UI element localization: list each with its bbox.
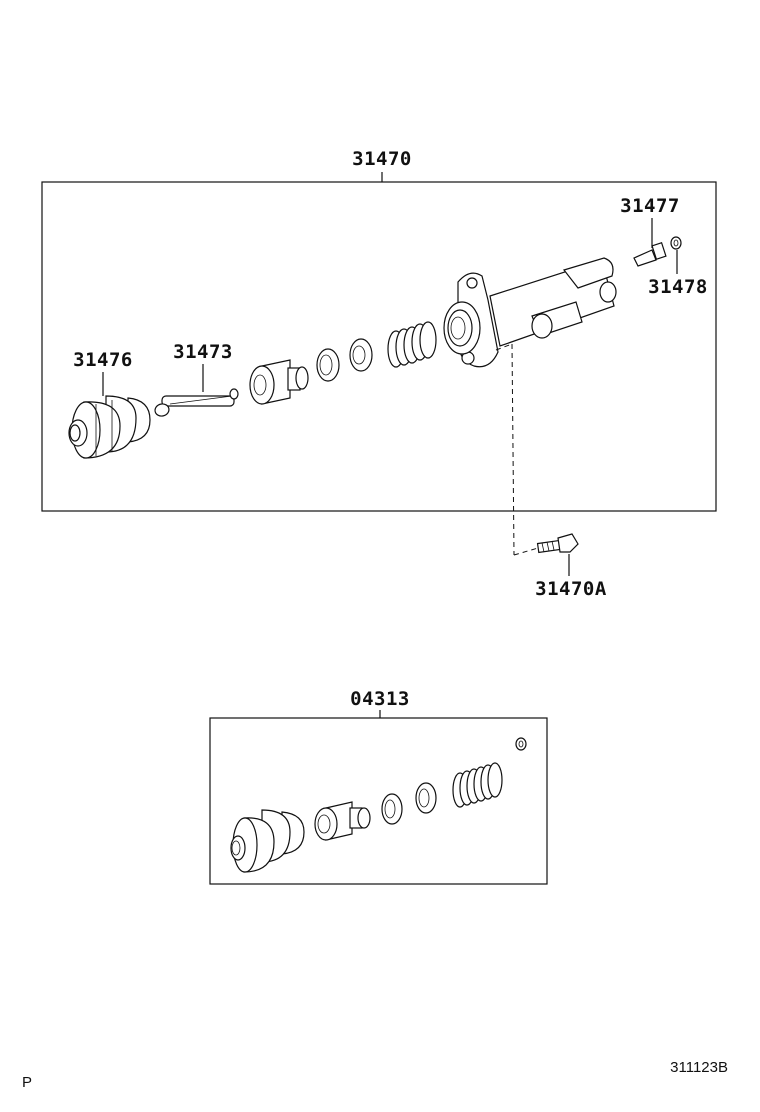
ring-seal-part[interactable] [349, 338, 373, 372]
cup-seal-part[interactable] [316, 348, 340, 382]
repair-kit-label[interactable]: 04313 [350, 688, 410, 710]
kit-spring-part[interactable] [452, 762, 503, 808]
footer-left-mark: P [22, 1074, 32, 1091]
push-rod-label[interactable]: 31473 [173, 341, 233, 363]
push-rod-part[interactable] [154, 388, 239, 417]
bleeder-plug-part[interactable] [633, 242, 667, 267]
cylinder-body-part[interactable] [443, 257, 617, 368]
bolt-part[interactable] [536, 533, 579, 554]
main-assembly-label[interactable]: 31470 [352, 148, 412, 170]
bleeder-plug-label[interactable]: 31477 [620, 195, 680, 217]
main-assembly-frame [41, 181, 717, 512]
boot-label[interactable]: 31476 [73, 349, 133, 371]
kit-bleeder-cap-part[interactable] [515, 737, 527, 751]
bolt-label[interactable]: 31470A [535, 578, 607, 600]
kit-cup-seal-part[interactable] [381, 793, 403, 825]
kit-piston-part[interactable] [314, 801, 371, 841]
spring-part[interactable] [387, 321, 437, 368]
boot-part[interactable] [68, 395, 151, 459]
kit-ring-seal-part[interactable] [415, 782, 437, 814]
bolt-path-3 [513, 547, 539, 556]
repair-kit-group: 04313 [209, 688, 548, 885]
piston-part[interactable] [249, 359, 309, 405]
bolt-path-2 [511, 343, 515, 556]
bleeder-cap-label[interactable]: 31478 [648, 276, 708, 298]
drawing-code: 311123B [670, 1059, 728, 1076]
repair-kit-frame [209, 717, 548, 885]
bolt-path-1 [495, 343, 513, 351]
kit-boot-part[interactable] [230, 809, 305, 873]
bleeder-cap-part[interactable] [670, 236, 682, 250]
main-assembly-group: 31470 31476 31473 [41, 148, 717, 556]
